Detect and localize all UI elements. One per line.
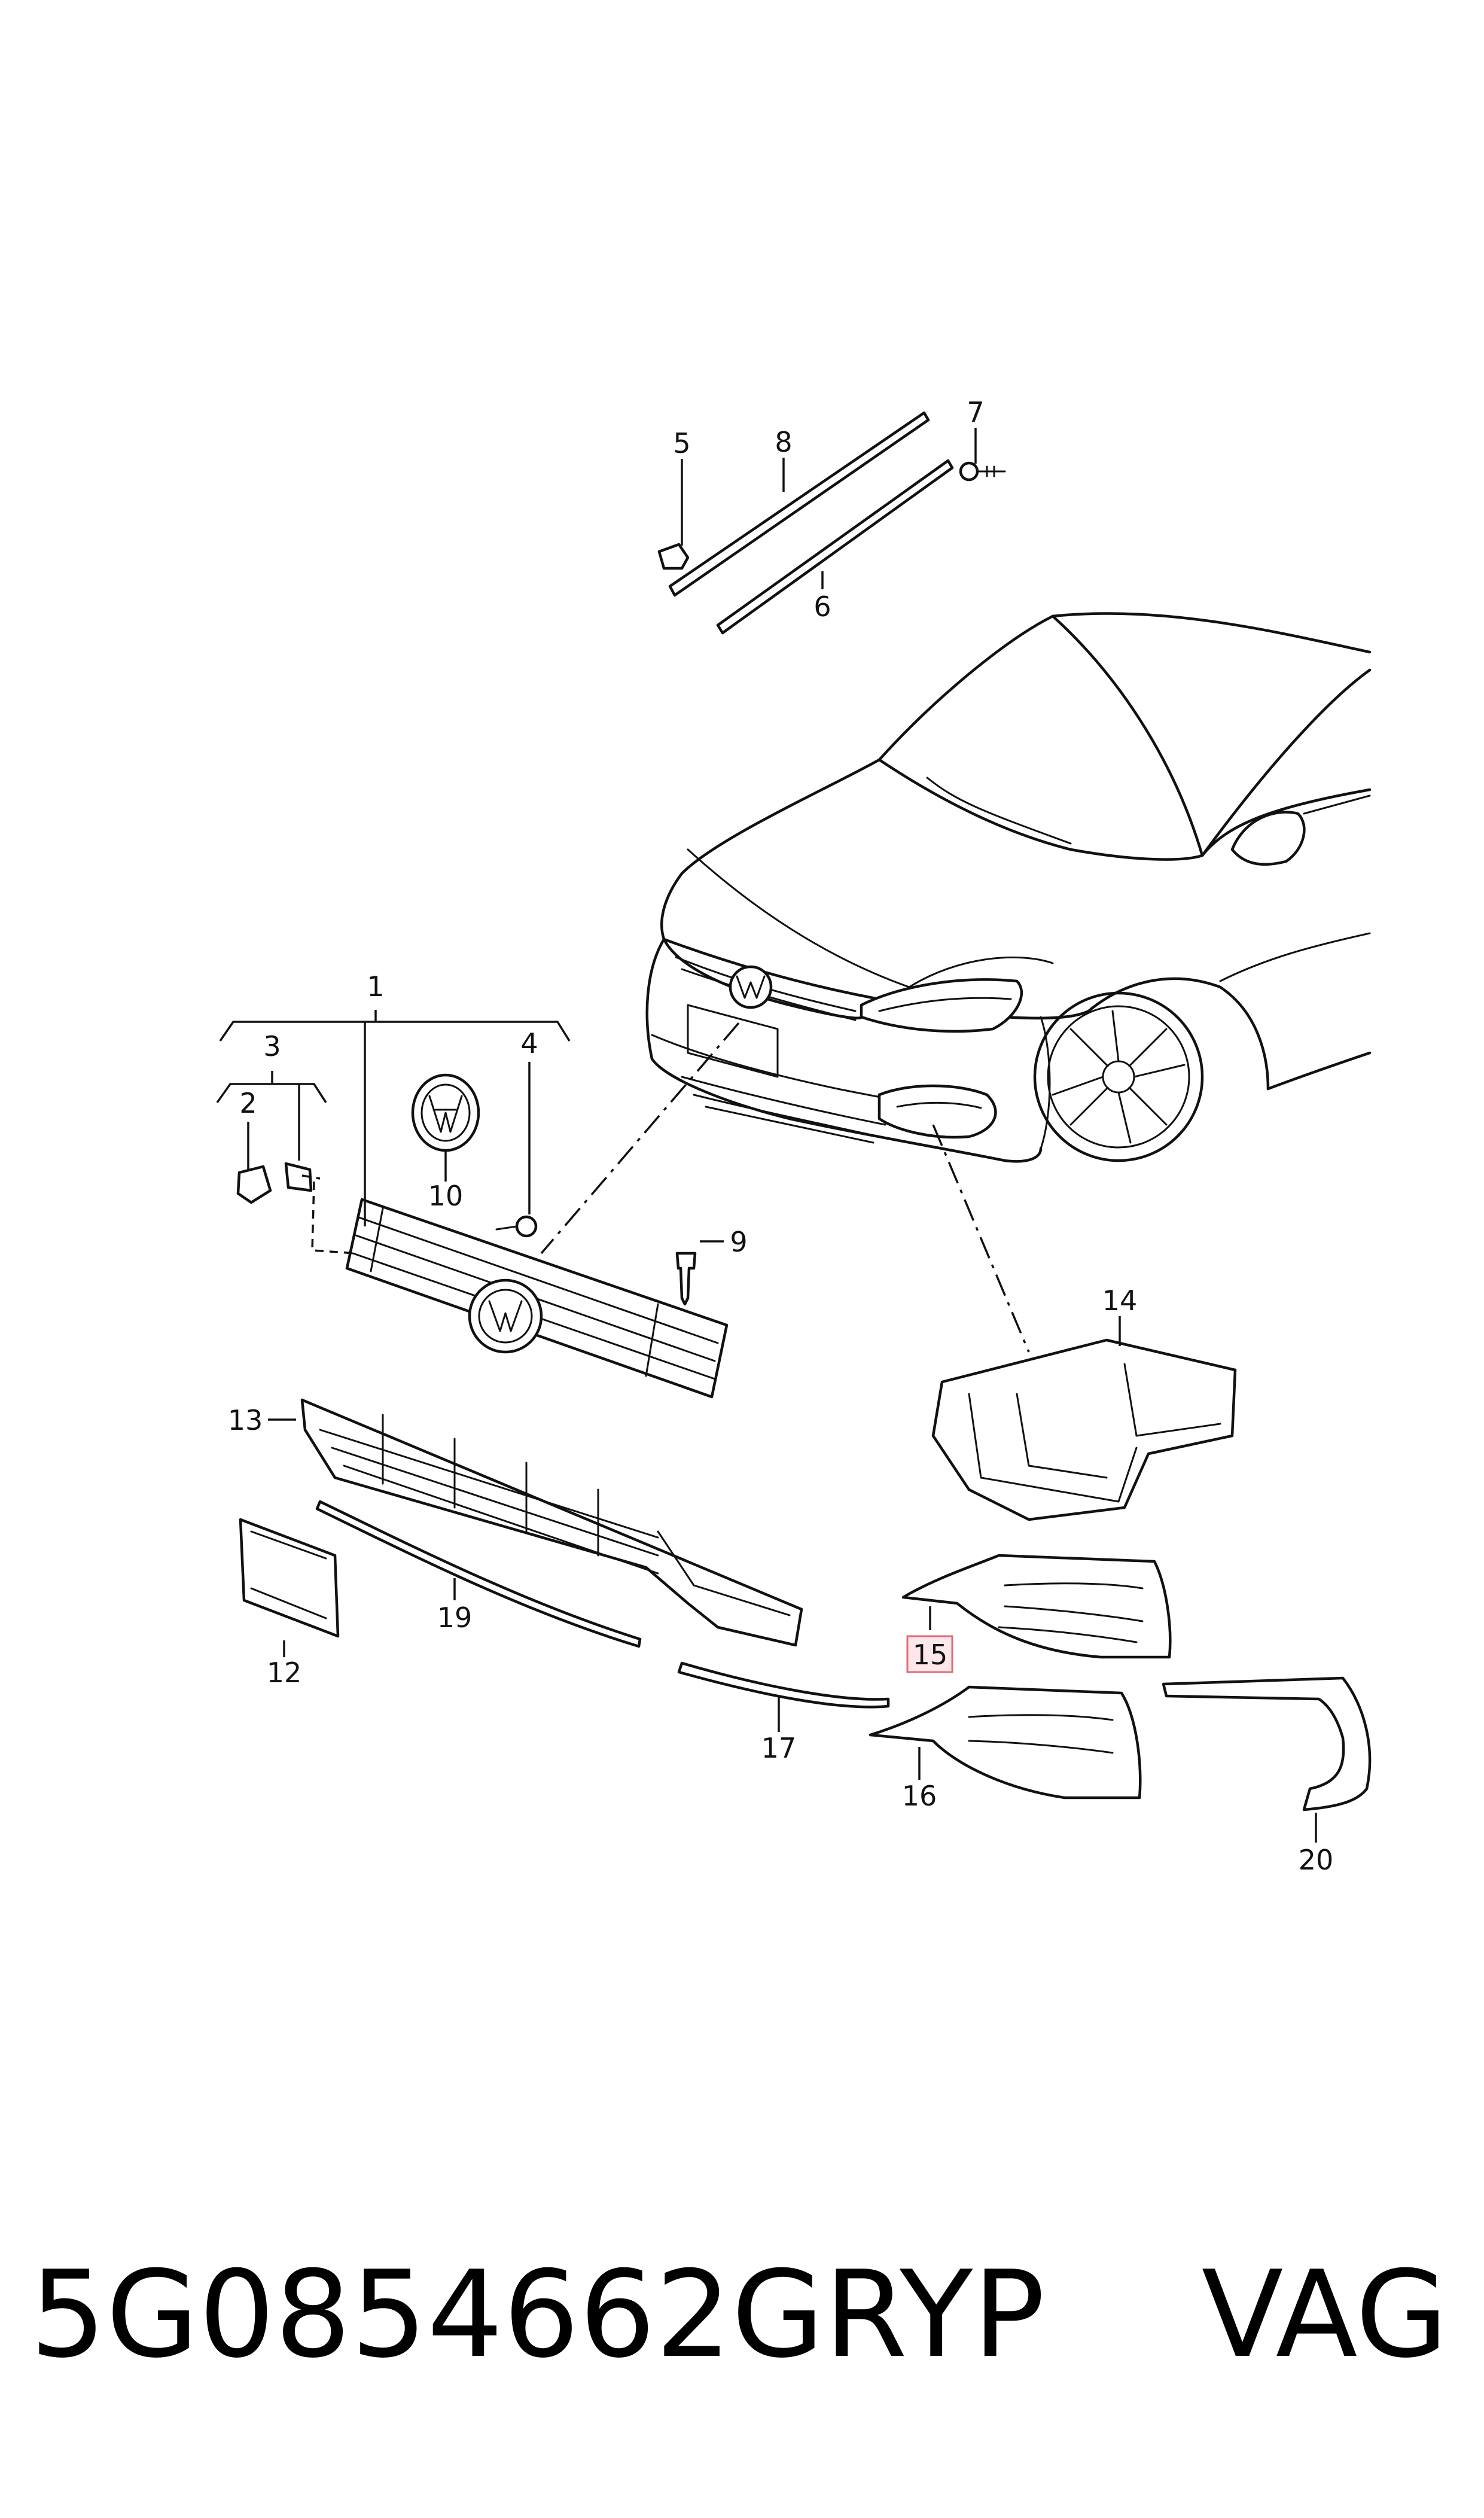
- callout-7: 7: [967, 396, 984, 428]
- callout-1: 1: [367, 970, 384, 1003]
- brand-label: VAG: [1201, 2245, 1448, 2385]
- part-number-label: 5G0854662GRYP: [30, 2245, 1045, 2385]
- callout-17: 17: [761, 1732, 797, 1764]
- part-screws: [495, 1215, 697, 1306]
- callout-10: 10: [428, 1180, 464, 1212]
- callout-4: 4: [520, 1027, 538, 1059]
- part-emblem: [411, 1073, 480, 1152]
- callout-9: 9: [730, 1226, 747, 1258]
- part-clips: [236, 1162, 356, 1255]
- part-trim-strips: [315, 1500, 890, 1709]
- indicator-lines: [540, 1022, 1030, 1353]
- callout-5: 5: [673, 427, 690, 459]
- part-plate-holder: [239, 1518, 340, 1638]
- part-trim-20: [1162, 1676, 1372, 1811]
- car-illustration: [645, 612, 1372, 1163]
- callout-3: 3: [263, 1030, 281, 1062]
- callout-19: 19: [437, 1601, 473, 1634]
- part-molding-strips: [657, 411, 1006, 635]
- callout-8: 8: [775, 426, 792, 458]
- callout-2: 2: [239, 1087, 257, 1119]
- part-fog-cover-16: [869, 1685, 1142, 1800]
- callout-numbers: 1 3 2 4 10 9 5 8 7 6 13 12 19 17 14 15 1…: [228, 396, 1334, 1876]
- leader-lines: [216, 428, 1317, 1843]
- callout-16: 16: [902, 1780, 937, 1812]
- callout-14: 14: [1102, 1284, 1138, 1317]
- part-fog-cover-15: [901, 1554, 1172, 1659]
- callout-12: 12: [267, 1657, 302, 1689]
- part-bracket: [931, 1338, 1237, 1521]
- callout-13: 13: [228, 1404, 263, 1436]
- part-upper-grille: [345, 1198, 729, 1399]
- callout-20: 20: [1299, 1844, 1334, 1876]
- callout-15: 15: [913, 1639, 948, 1671]
- part-lower-grille: [300, 1398, 803, 1647]
- callout-15-highlight: [906, 1635, 953, 1673]
- callout-6: 6: [813, 590, 831, 623]
